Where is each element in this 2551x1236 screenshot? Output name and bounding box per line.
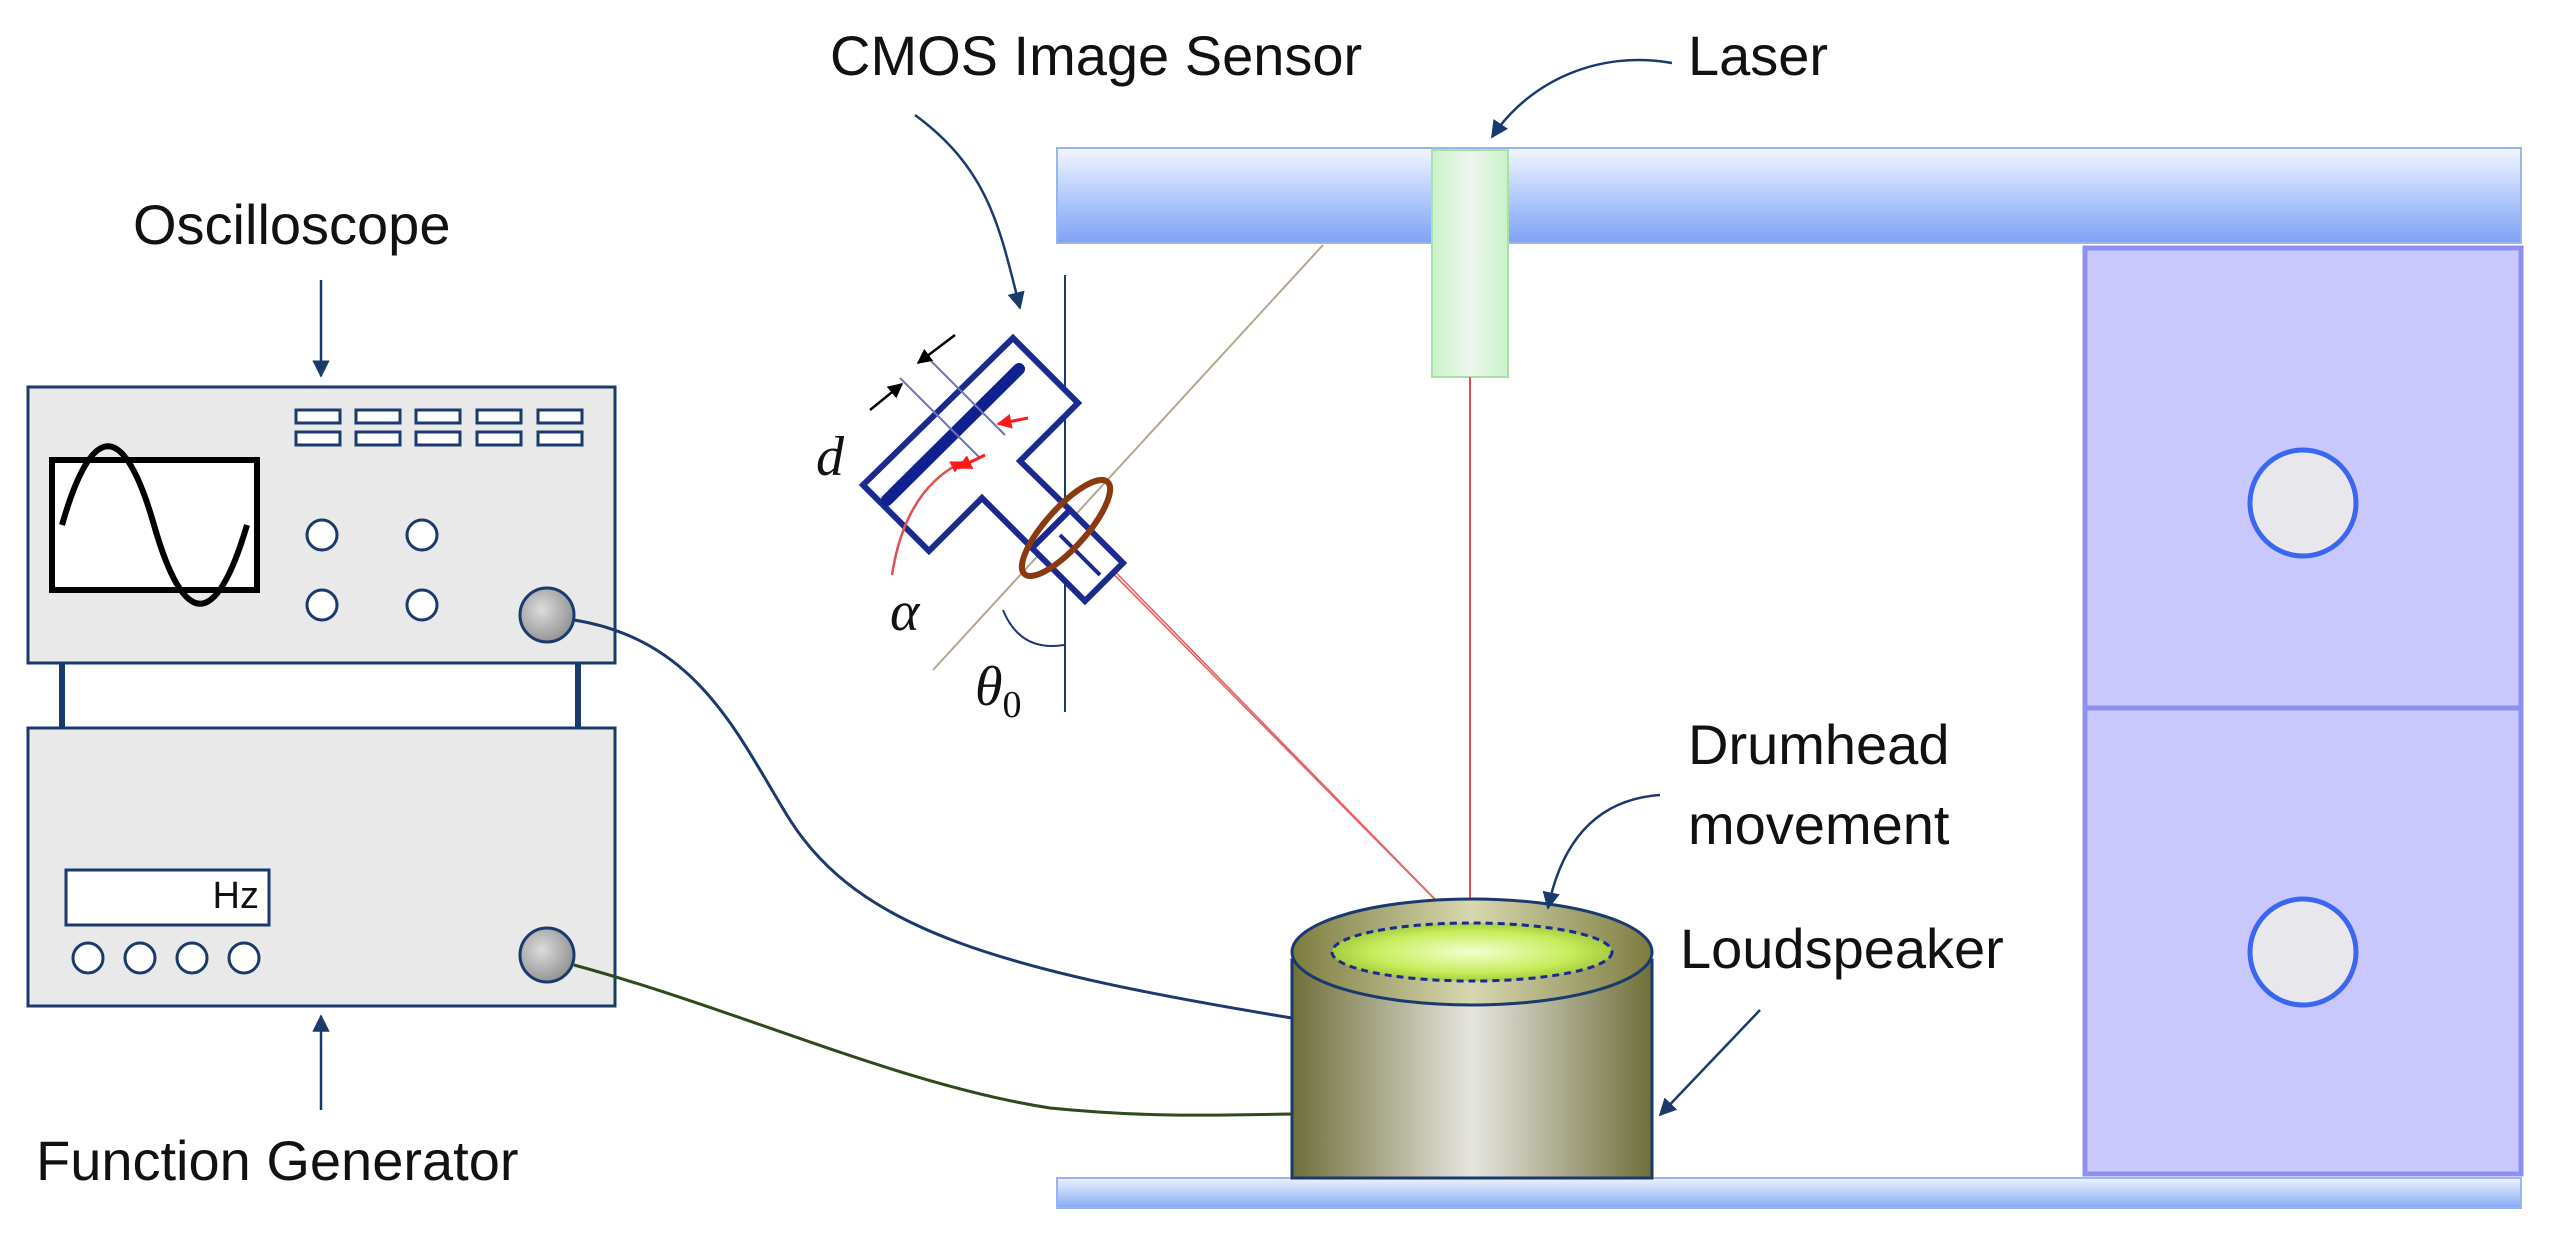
oscilloscope-label: Oscilloscope	[133, 193, 450, 256]
top-rail	[1056, 147, 2522, 244]
alpha-symbol: α	[890, 581, 921, 643]
lens	[1018, 477, 1114, 579]
d-dimension-arrows	[869, 334, 956, 411]
cmos-image-sensor-label: CMOS Image Sensor	[830, 24, 1362, 87]
optical-axis-line	[932, 244, 1324, 671]
oscilloscope-cable	[573, 618, 1293, 1020]
sensor-offset-lines	[899, 354, 1006, 459]
cabinet-knob-lower	[2247, 896, 2359, 1008]
theta-subscript: 0	[1003, 684, 1022, 726]
frequency-display	[64, 868, 271, 927]
theta-letter: θ	[975, 656, 1003, 718]
drumhead	[1330, 921, 1614, 983]
cabinet-knob-upper	[2247, 447, 2359, 559]
drumhead-label-line1: Drumhead	[1688, 713, 1949, 776]
callout-arrows	[312, 58, 1761, 1117]
oscilloscope-buttons	[294, 408, 584, 447]
lens-mount-line	[1058, 533, 1102, 577]
loudspeaker-callout-arrow	[1658, 1009, 1761, 1117]
cmos-callout-arrow	[914, 113, 1025, 310]
drumhead-label-line2: movement	[1688, 793, 1950, 856]
function-generator-output-jack	[518, 926, 576, 984]
theta-symbol: θ0	[975, 656, 1022, 726]
function-generator-buttons	[71, 941, 261, 975]
bottom-rail	[1056, 1177, 2522, 1209]
laser-label: Laser	[1688, 24, 1828, 87]
oscilloscope-screen	[49, 443, 260, 607]
oscilloscope-dials	[305, 518, 439, 622]
d-symbol: d	[816, 426, 845, 488]
alpha-arc	[890, 460, 964, 576]
function-generator-label: Function Generator	[36, 1129, 518, 1192]
loudspeaker-label: Loudspeaker	[1680, 917, 2004, 980]
support-cabinet	[2082, 245, 2524, 1177]
oscilloscope-input-jack	[518, 586, 576, 644]
function-generator: Hz	[26, 726, 617, 1008]
hz-unit-label: Hz	[213, 875, 259, 917]
loudspeaker	[1290, 897, 1654, 1180]
image-sensor-plane	[881, 363, 1025, 506]
theta-arc	[1002, 609, 1065, 647]
oscilloscope	[26, 385, 617, 665]
drumhead-callout-arrow	[1542, 793, 1661, 910]
instrument-stand	[59, 663, 581, 728]
laser-module	[1431, 149, 1509, 378]
cmos-camera	[858, 333, 1128, 606]
laser-callout-arrow	[1490, 58, 1673, 139]
function-generator-cable	[573, 963, 1293, 1117]
